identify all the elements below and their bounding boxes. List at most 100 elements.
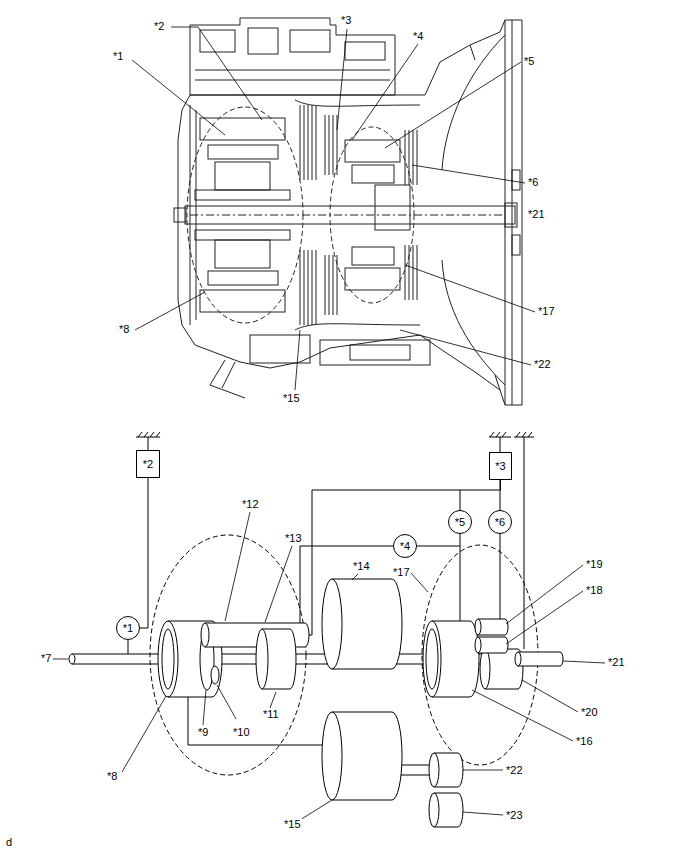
schematic-line [128, 640, 129, 654]
gear-cylinder [322, 712, 342, 800]
transmission-cross-section [405, 130, 417, 300]
ground-symbol [489, 432, 511, 452]
connector-line [140, 478, 148, 628]
schematic-line [150, 535, 306, 775]
connector-line [500, 480, 501, 510]
gear-cylinder [485, 649, 523, 689]
gear-cylinder [478, 637, 508, 653]
node-text: *2 [143, 458, 153, 471]
leader-line [412, 165, 525, 183]
callout-number: *10 [232, 726, 251, 739]
gear-cylinder [162, 629, 174, 689]
gear-cylinder [426, 629, 438, 689]
callout-number: *9 [197, 726, 209, 739]
transmission-cross-section [512, 235, 520, 255]
transmission-cross-section [325, 115, 337, 315]
leader-line [225, 512, 250, 621]
leader-line [506, 565, 583, 624]
clutch-circle: *5 [448, 510, 472, 534]
leader-line [132, 27, 535, 390]
transmission-cross-section [512, 170, 520, 190]
leader-line [522, 680, 578, 712]
leader-line [352, 44, 418, 140]
gear-cylinder [322, 579, 342, 669]
schematic-line [312, 490, 460, 491]
transmission-cross-section [200, 30, 235, 52]
transmission-cross-section [250, 335, 310, 363]
callout-number: *13 [284, 532, 303, 545]
transmission-cross-section [352, 247, 394, 265]
callout-number: *4 [412, 30, 424, 43]
leader-line [53, 659, 68, 660]
schematic-line [69, 490, 538, 775]
transmission-cross-section [174, 18, 522, 405]
gear-cylinder [475, 637, 481, 653]
transmission-cross-section [320, 340, 430, 365]
brake-box: *3 [489, 452, 512, 480]
clutch-circle: *1 [116, 616, 140, 640]
callout-number: *22 [533, 358, 552, 371]
leader-line [411, 573, 428, 592]
callout-number: *21 [607, 656, 626, 669]
gear-cylinder [423, 621, 441, 697]
leader-line [135, 292, 205, 330]
callout-number: *12 [241, 498, 260, 511]
transmission-cross-section [350, 345, 410, 360]
gear-cylinder [480, 649, 490, 689]
callout-number: *17 [392, 566, 411, 579]
node-text: *5 [455, 516, 465, 529]
connector-line [460, 480, 501, 510]
leader-line [337, 29, 347, 130]
leader-line [270, 692, 276, 708]
transmission-cross-section [174, 208, 186, 222]
schematic-line [188, 697, 322, 745]
schematic-line [422, 545, 538, 765]
leader-line [53, 512, 605, 820]
leader-line [122, 696, 166, 772]
clutch-circle: *6 [488, 510, 512, 534]
callout-number: *2 [153, 20, 165, 33]
transmission-cross-section [215, 240, 270, 268]
callout-number: *15 [282, 392, 301, 405]
callout-number: *22 [505, 764, 524, 777]
leader-line [265, 546, 292, 622]
transmission-cross-section [248, 28, 278, 54]
leader-line [400, 330, 531, 365]
callout-number: *15 [283, 818, 302, 831]
leader-line [405, 265, 535, 312]
leader-line [203, 690, 206, 725]
transmission-cross-section [200, 290, 285, 312]
figure-code: d [5, 836, 13, 849]
node-text: *1 [123, 622, 133, 635]
transmission-cross-section [208, 271, 278, 285]
transmission-cross-section [345, 42, 385, 60]
transmission-cross-section [215, 162, 270, 190]
callout-number: *19 [585, 558, 604, 571]
callout-number: *18 [585, 584, 604, 597]
gear-cylinder [478, 619, 508, 635]
gear-cylinder [158, 579, 563, 827]
leader-line [506, 591, 583, 644]
leader-line [463, 812, 503, 815]
callout-number: *16 [575, 735, 594, 748]
transmission-cross-section [190, 105, 196, 325]
transmission-cross-section [345, 268, 400, 290]
transmission-cross-section [295, 100, 420, 330]
callout-number: *21 [527, 208, 546, 221]
gear-cylinder [515, 652, 521, 666]
schematic-line [309, 490, 312, 635]
callout-number: *20 [580, 706, 599, 719]
node-text: *4 [400, 540, 410, 553]
transmission-cross-section [187, 107, 303, 323]
leader-line [472, 690, 573, 741]
gear-cylinder [518, 652, 563, 666]
leader-line [563, 661, 605, 663]
transmission-cross-section [375, 185, 410, 230]
transmission-cross-section [300, 105, 316, 325]
leader-line [295, 330, 300, 390]
brake-box: *2 [136, 450, 160, 478]
gear-cylinder [211, 666, 219, 684]
transmission-cross-section [505, 203, 517, 227]
transmission-cross-section [200, 118, 285, 140]
